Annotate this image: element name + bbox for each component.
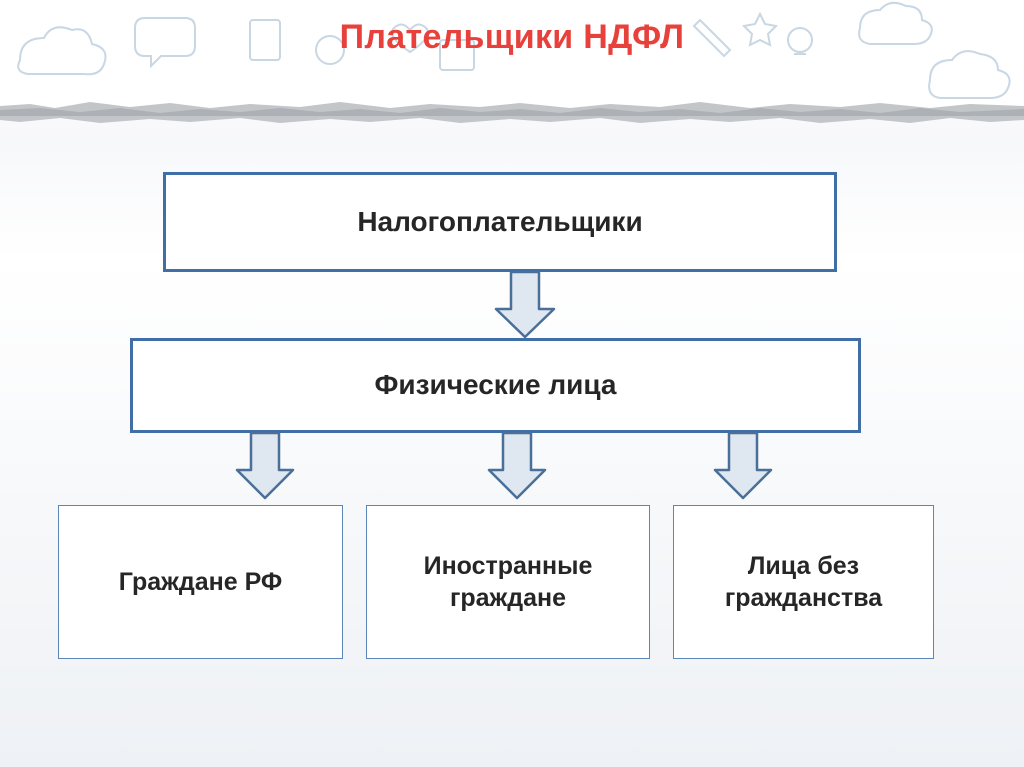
slide-title: Плательщики НДФЛ bbox=[339, 18, 685, 56]
box-russian-citizens-label: Граждане РФ bbox=[118, 567, 283, 596]
box-stateless-persons-label: Лица без гражданства bbox=[724, 551, 883, 613]
box-stateless-persons: Лица без гражданства bbox=[673, 505, 934, 659]
cloud-icon bbox=[17, 26, 107, 76]
cloud-icon bbox=[858, 1, 933, 45]
box-taxpayers: Налогоплательщики bbox=[163, 172, 837, 272]
heart-icon bbox=[391, 23, 429, 54]
pencil-icon bbox=[692, 18, 732, 58]
arrow-down-icon bbox=[494, 271, 556, 339]
gear-icon bbox=[315, 35, 346, 65]
slide-header: Плательщики НДФЛ bbox=[0, 0, 1024, 112]
calculator-icon bbox=[439, 39, 475, 71]
box-individuals: Физические лица bbox=[130, 338, 861, 433]
arrow-down-icon bbox=[235, 432, 295, 500]
box-taxpayers-label: Налогоплательщики bbox=[357, 205, 643, 237]
torn-paper-divider bbox=[0, 102, 1024, 123]
lightbulb-icon bbox=[787, 27, 814, 55]
star-icon bbox=[741, 11, 779, 47]
box-individuals-label: Физические лица bbox=[374, 369, 617, 401]
cloud-icon bbox=[928, 50, 1011, 99]
arrow-down-icon bbox=[487, 432, 547, 500]
speech-bubble-icon bbox=[134, 17, 196, 69]
arrow-down-icon bbox=[713, 432, 773, 500]
box-russian-citizens: Граждане РФ bbox=[58, 505, 343, 659]
box-foreign-citizens: Иностранные граждане bbox=[366, 505, 650, 659]
box-foreign-citizens-label: Иностранные граждане bbox=[423, 551, 593, 613]
doodle-decorations bbox=[17, 1, 1011, 99]
clipboard-icon bbox=[249, 19, 281, 61]
